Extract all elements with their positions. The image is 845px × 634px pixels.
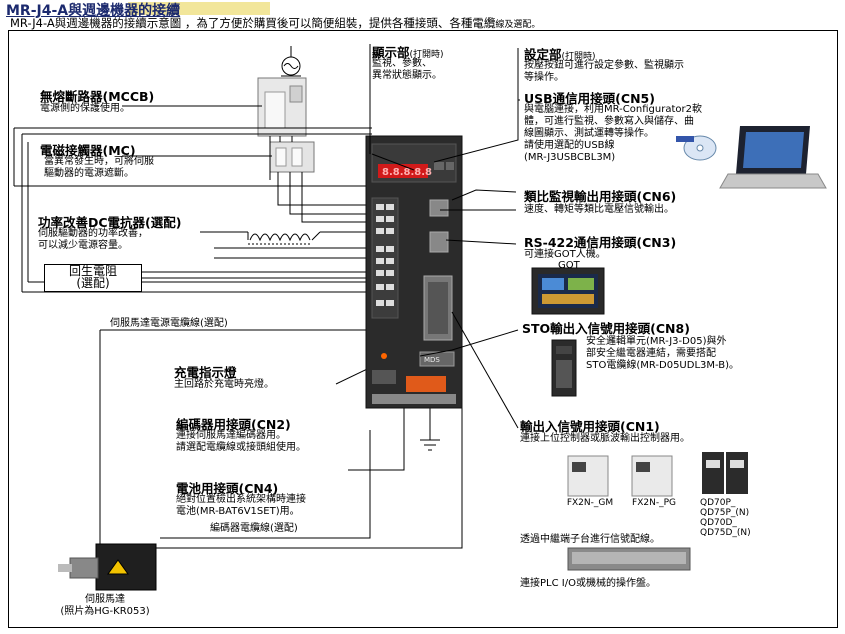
dc-reactor-symbol [247,231,321,245]
relay-desc: 透過中繼端子台進行信號配線。 [520,534,660,545]
charge-title: 充電指示燈 [174,365,237,380]
cn8-desc: 安全邏輯單元(MR-J3-D05)與外 部安全繼電器連結，需要搭配 STO電纜線… [586,336,740,371]
safety-logic-unit [551,339,577,397]
reactor-title: 功率改善DC電抗器(選配) [38,215,182,230]
reactor-desc: 伺服驅動器的功率改善， 可以減少電源容量。 [38,228,148,251]
cn3-desc: 可連接GOT人機。 [524,249,606,260]
got-label: GOT [558,260,580,271]
plc-label-2: FX2N-_PG [632,498,676,508]
magnetic-contactor [269,141,315,173]
motor-caption: 伺服馬達 (照片為HG-KR053) [60,594,150,617]
cn1-desc: 連接上位控制器或脈波輸出控制器用。 [520,433,690,444]
page-title: MR-J4-A與週邊機器的接續 [6,3,181,19]
operation-desc: 連接PLC I/O或機械的操作盤。 [520,578,656,589]
mccb-breaker [257,77,307,137]
cn6-title: 類比監視輸出用接頭(CN6) [524,189,677,204]
cn8-title: STO輸出入信號用接頭(CN8) [522,321,690,336]
cn4-title: 電池用接頭(CN4) [176,481,279,496]
ac-source-symbol [281,46,301,77]
got-display [531,267,605,315]
charge-desc: 主回路於充電時亮燈。 [174,379,274,390]
setting-desc: 按壓按鈕可進行設定參數、監視顯示 等操作。 [524,60,684,83]
servo-motor [58,543,157,591]
display-title: 顯示部(打開時) [372,45,444,60]
plc-label-1: FX2N-_GM [566,498,614,508]
mccb-title: 無熔斷路器(MCCB) [40,89,155,104]
svg-text:8.8.8.8.8: 8.8.8.8.8 [382,167,432,178]
plc-label-3: QD70P_ QD75P_(N) QD70D_ QD75D_(N) [700,498,751,538]
mccb-desc: 電源側的保護使用。 [40,103,130,114]
setting-title: 設定部(打開時) [524,47,596,62]
encoder-cable-label: 編碼器電纜線(選配) [210,523,298,534]
cn2-desc: 連接伺服馬達編碼器用。 請選配電纜線或接頭組使用。 [176,430,306,453]
cn3-title: RS-422通信用接頭(CN3) [524,235,677,250]
mc-desc: 當異常發生時，可將伺服 驅動器的電源遮斷。 [44,156,154,179]
right-leader-lines [369,44,520,429]
cn5-title: USB通信用接頭(CN5) [524,91,655,106]
title-highlight [128,2,270,15]
cn4-desc: 絕對位置檢出系統架構時連接 電池(MR-BAT6V1SET)用。 [176,494,306,517]
power-lines [122,105,372,223]
regen-resistor-box: 回生電阻 (選配) [44,264,142,292]
cn1-title: 輸出入信號用接頭(CN1) [520,419,660,434]
cn6-desc: 速度、轉矩等類比電壓信號輸出。 [524,204,674,215]
laptop-and-usb-cable [676,126,827,189]
display-desc: 監視、參數、 異常狀態顯示。 [372,58,442,81]
mc-title: 電磁接觸器(MC) [40,143,136,158]
cn5-desc: 與電腦連接，利用MR-Configurator2軟 體，可進行監視、參數寫入與儲… [524,104,702,163]
svg-text:MDS: MDS [424,356,440,364]
cn2-title: 編碼器用接頭(CN2) [176,417,291,432]
motor-cable-label: 伺服馬達電源電纜線(選配) [110,318,228,329]
page-subtitle: MR-J4-A與週邊機器的接續示意圖 ，為了方便於購買後可以簡便組裝，提供各種接… [10,16,541,30]
servo-amplifier: 8.8.8.8.8 MDS [365,135,463,409]
diagram-frame [8,30,838,628]
plc-modules [567,452,748,497]
relay-terminal-block [567,547,691,571]
